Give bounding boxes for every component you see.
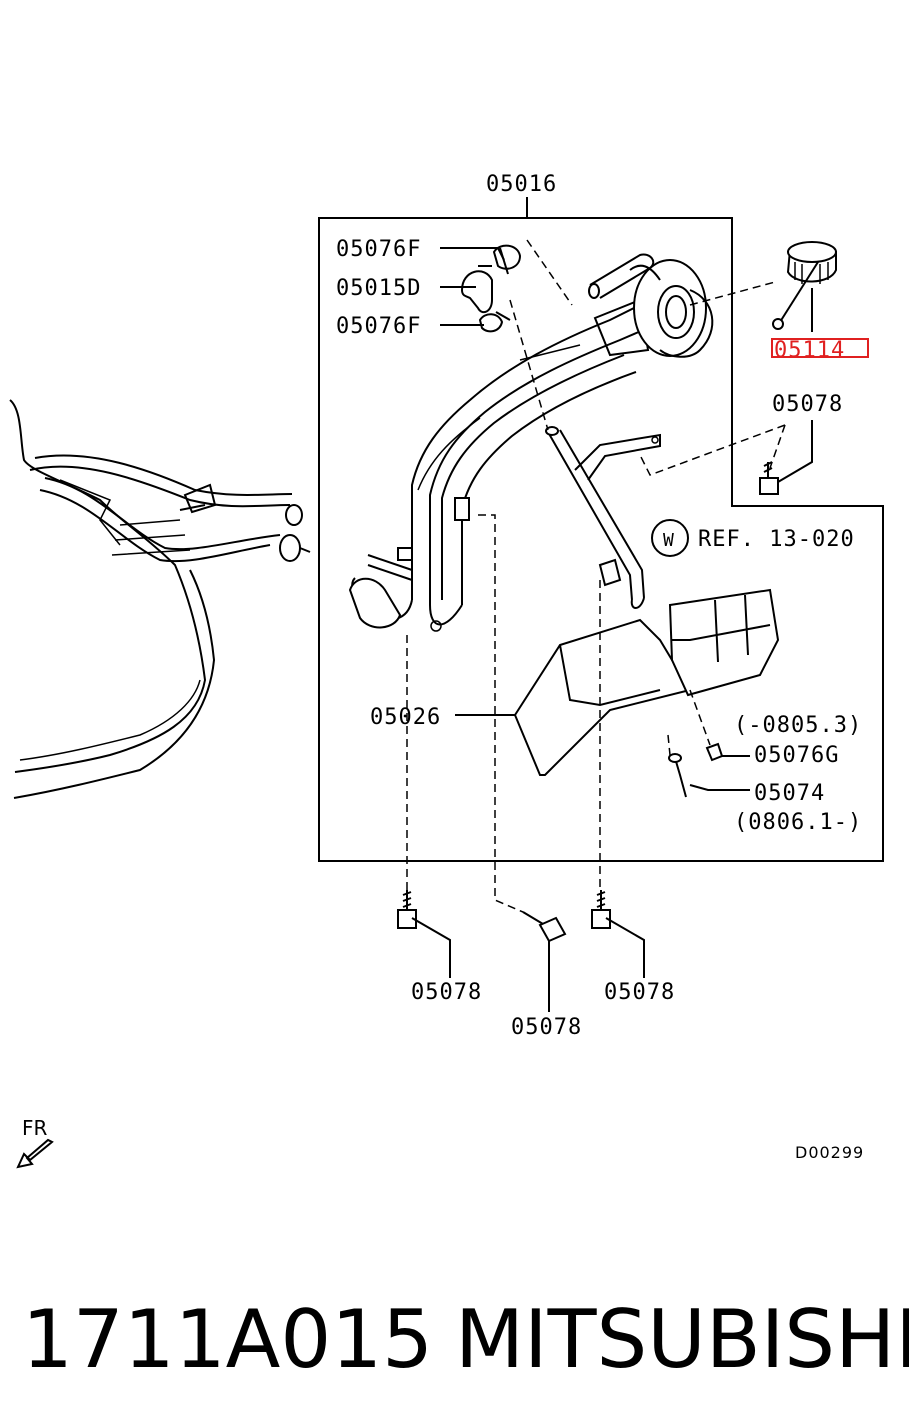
label-cap: 05114 <box>774 338 845 363</box>
protector <box>513 588 780 776</box>
label-clamp-lower: 05076F <box>336 314 421 339</box>
bolt-right <box>759 461 779 495</box>
highlight-box <box>771 338 869 358</box>
label-bolt-bottom-right: 05078 <box>604 980 675 1005</box>
label-diagram-code: D00299 <box>795 1143 864 1162</box>
caption-brand: MITSUBISHI <box>455 1293 909 1386</box>
filler-neck-assembly <box>348 253 714 632</box>
label-bolt-bottom-left: 05078 <box>411 980 482 1005</box>
assembly-box <box>318 217 884 862</box>
fuel-tank-outline <box>9 399 311 799</box>
leader-lines <box>406 197 813 1012</box>
front-arrow-icon <box>16 1138 54 1169</box>
label-ref-circle: W <box>663 530 675 551</box>
label-front-marker: FR <box>22 1116 48 1140</box>
label-rivet-note: (0806.1-) <box>734 810 862 835</box>
label-rivet: 05074 <box>754 781 825 806</box>
ref-circle <box>651 519 689 557</box>
label-assembly: 05016 <box>486 172 557 197</box>
hose-and-clamps <box>460 244 522 333</box>
label-clip: 05076G <box>754 743 839 768</box>
fuel-cap <box>772 241 837 330</box>
label-clip-note: (-0805.3) <box>734 713 862 738</box>
label-protector: 05026 <box>370 705 441 730</box>
clip-and-rivet <box>668 742 724 798</box>
label-clamp-upper: 05076F <box>336 237 421 262</box>
bottom-bolts <box>397 890 611 943</box>
label-hose: 05015D <box>336 276 421 301</box>
label-ref-text: REF. 13-020 <box>698 527 855 552</box>
label-bolt-right: 05078 <box>772 392 843 417</box>
label-bolt-bottom-center: 05078 <box>511 1015 582 1040</box>
caption-part-number: 1711A015 <box>22 1293 433 1386</box>
